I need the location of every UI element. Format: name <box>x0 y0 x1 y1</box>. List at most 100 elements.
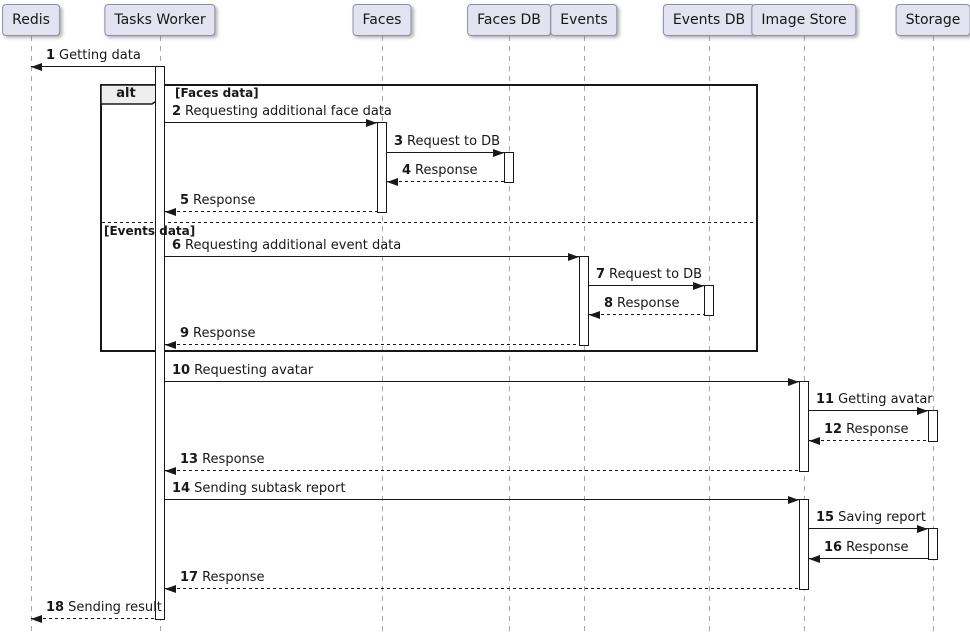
activation-storage <box>928 410 938 442</box>
message-3-number: 3 <box>394 134 404 149</box>
message-18-arrowhead-icon <box>31 614 42 623</box>
message-10-arrowhead-icon <box>788 377 799 386</box>
message-6-number: 6 <box>172 238 182 253</box>
message-11-arrowhead-icon <box>917 406 928 415</box>
lifeline-redis <box>31 36 32 632</box>
participant-faces-db: Faces DB <box>467 4 551 36</box>
message-3-arrowhead-icon <box>493 148 504 157</box>
message-14-line <box>165 499 799 500</box>
message-8-number: 8 <box>604 296 614 311</box>
message-16-number: 16 <box>824 540 843 555</box>
message-2-number: 2 <box>172 104 182 119</box>
message-5-arrowhead-icon <box>165 207 176 216</box>
message-8-line <box>589 314 704 315</box>
participant-events-db: Events DB <box>662 4 756 36</box>
message-1-arrowhead-icon <box>31 62 42 71</box>
message-18-line <box>31 618 155 619</box>
alt-frame-label-text: alt <box>116 86 136 101</box>
message-13-arrowhead-icon <box>165 466 176 475</box>
message-10-line <box>165 381 799 382</box>
participant-faces: Faces <box>352 4 412 36</box>
message-12-line <box>809 440 928 441</box>
message-15-number: 15 <box>816 510 835 525</box>
message-11-number: 11 <box>816 392 835 407</box>
activation-storage <box>928 528 938 560</box>
message-4-arrowhead-icon <box>387 177 398 186</box>
participant-image-store: Image Store <box>751 4 857 36</box>
message-13-line <box>165 470 799 471</box>
participant-tasks-worker: Tasks Worker <box>104 4 216 36</box>
message-7-line <box>589 285 704 286</box>
message-5-number: 5 <box>180 193 190 208</box>
lifeline-storage <box>933 36 934 632</box>
message-18-number: 18 <box>46 600 65 615</box>
message-12-arrowhead-icon <box>809 436 820 445</box>
message-6-line <box>165 256 579 257</box>
lifeline-faces <box>382 36 383 632</box>
participant-redis: Redis <box>2 4 60 36</box>
guard-label-1: [Events data] <box>104 224 196 238</box>
participant-events: Events <box>550 4 618 36</box>
message-16-arrowhead-icon <box>809 554 820 563</box>
message-2-line <box>165 122 377 123</box>
lifeline-image-store <box>804 36 805 632</box>
message-3-line <box>387 152 504 153</box>
guard-label-0: [Faces data] <box>175 86 259 100</box>
message-14-number: 14 <box>172 481 191 496</box>
activation-faces <box>377 122 387 213</box>
message-7-arrowhead-icon <box>693 281 704 290</box>
message-17-arrowhead-icon <box>165 584 176 593</box>
lifeline-faces-db <box>509 36 510 632</box>
activation-events <box>579 256 589 346</box>
message-9-arrowhead-icon <box>165 340 176 349</box>
message-9-number: 9 <box>180 326 190 341</box>
participant-storage: Storage <box>895 4 970 36</box>
message-7-number: 7 <box>596 267 606 282</box>
message-17-line <box>165 588 799 589</box>
message-1-line <box>31 66 155 67</box>
alt-divider <box>102 222 756 223</box>
message-16-line <box>809 558 928 559</box>
activation-image-store <box>799 381 809 472</box>
activation-image-store <box>799 499 809 590</box>
message-1-number: 1 <box>46 48 56 63</box>
message-10-number: 10 <box>172 363 191 378</box>
message-13-number: 13 <box>180 452 199 467</box>
message-5-line <box>165 211 377 212</box>
activation-tasks-worker <box>155 66 165 620</box>
message-4-number: 4 <box>402 163 412 178</box>
activation-events-db <box>704 285 714 316</box>
message-8-arrowhead-icon <box>589 310 600 319</box>
message-15-arrowhead-icon <box>917 524 928 533</box>
message-9-line <box>165 344 579 345</box>
message-4-line <box>387 181 504 182</box>
message-11-line <box>809 410 928 411</box>
message-15-line <box>809 528 928 529</box>
message-14-arrowhead-icon <box>788 495 799 504</box>
alt-frame <box>100 84 758 352</box>
message-2-arrowhead-icon <box>366 118 377 127</box>
activation-faces-db <box>504 152 514 183</box>
message-6-arrowhead-icon <box>568 252 579 261</box>
lifeline-events-db <box>709 36 710 632</box>
message-12-number: 12 <box>824 422 843 437</box>
